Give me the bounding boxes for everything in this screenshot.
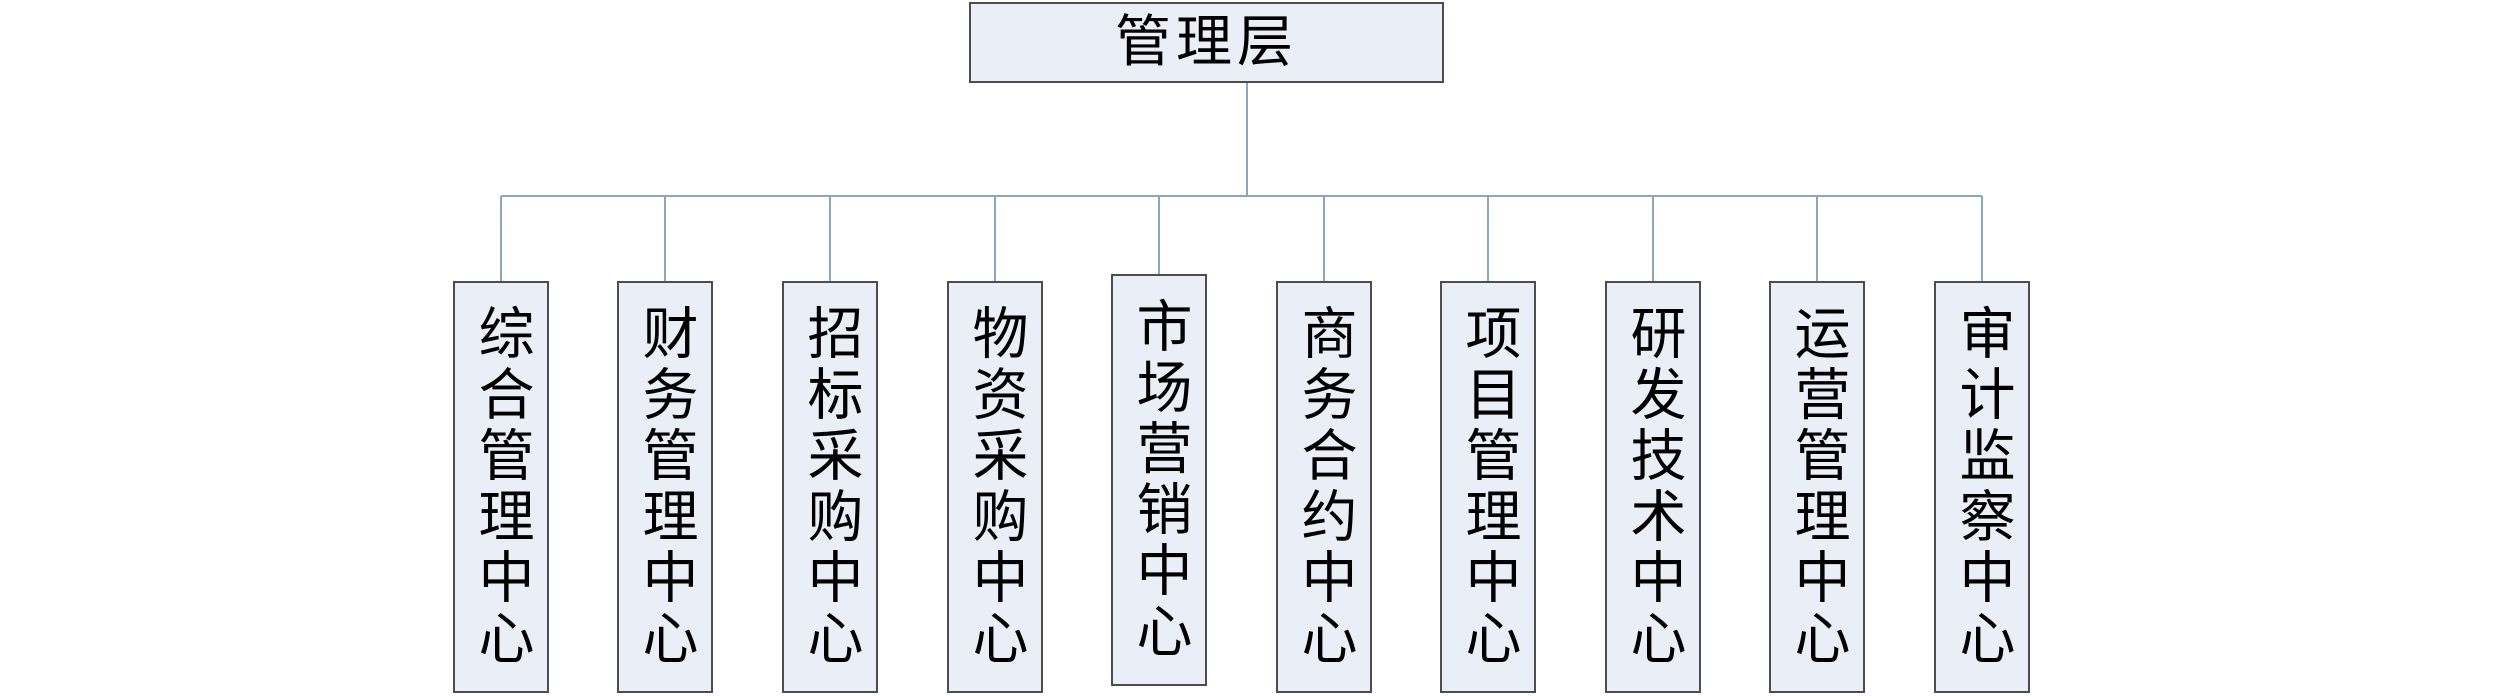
org-node-child-8-label: 研发技术中心	[1621, 304, 1686, 670]
org-node-management: 管理层	[969, 2, 1444, 83]
org-node-child-4-label: 物资采购中心	[963, 304, 1028, 670]
org-node-child-5-label: 市场营销中心	[1127, 297, 1192, 663]
org-node-child-4: 物资采购中心	[947, 281, 1043, 693]
org-node-child-10-label: 审计监察中心	[1950, 304, 2015, 670]
org-node-child-5: 市场营销中心	[1111, 274, 1207, 686]
org-node-child-9-label: 运营管理中心	[1785, 304, 1850, 670]
org-node-child-1-label: 综合管理中心	[469, 304, 534, 670]
org-node-child-2-label: 财务管理中心	[633, 304, 698, 670]
org-node-child-1: 综合管理中心	[453, 281, 549, 693]
org-node-child-7: 项目管理中心	[1440, 281, 1536, 693]
org-node-child-6: 商务合约中心	[1276, 281, 1372, 693]
org-node-child-6-label: 商务合约中心	[1292, 304, 1357, 670]
org-node-child-10: 审计监察中心	[1934, 281, 2030, 693]
org-node-child-7-label: 项目管理中心	[1456, 304, 1521, 670]
org-node-management-label: 管理层	[1115, 9, 1298, 75]
org-node-child-9: 运营管理中心	[1769, 281, 1865, 693]
org-node-child-2: 财务管理中心	[617, 281, 713, 693]
org-node-child-8: 研发技术中心	[1605, 281, 1701, 693]
org-node-child-3: 招标采购中心	[782, 281, 878, 693]
org-node-child-3-label: 招标采购中心	[798, 304, 863, 670]
